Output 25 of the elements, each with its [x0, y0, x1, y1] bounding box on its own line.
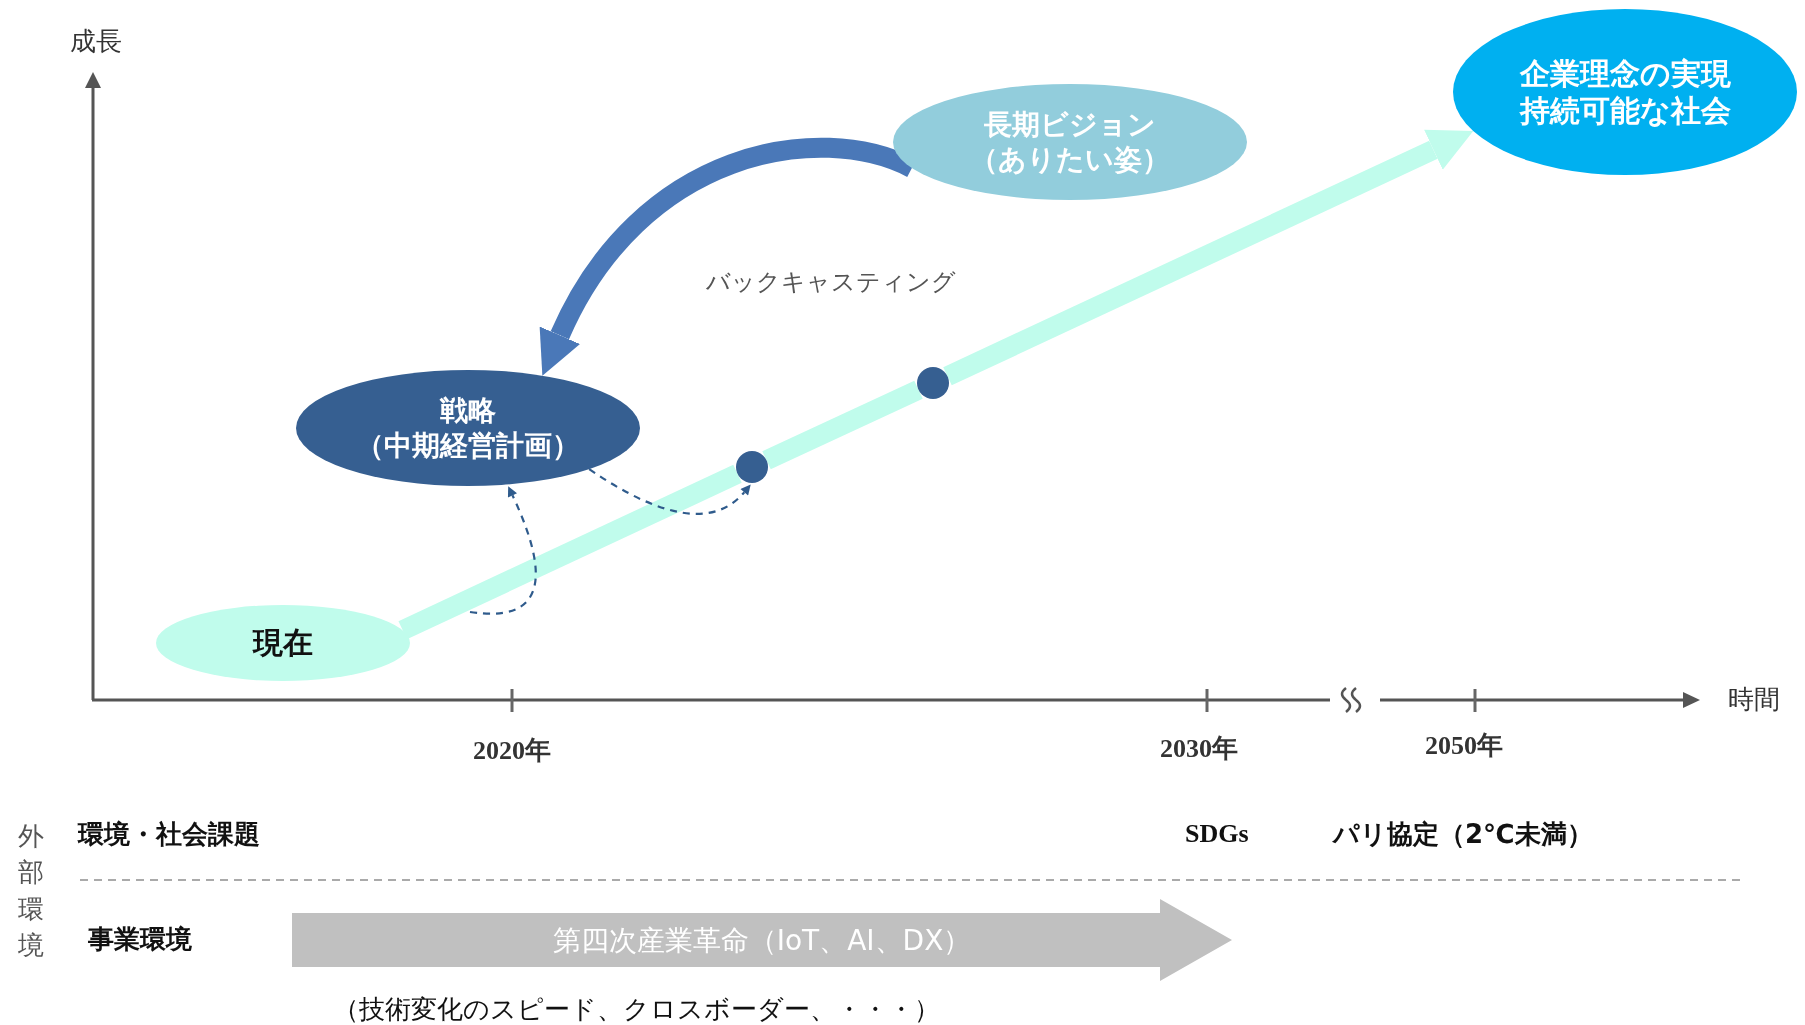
node-text: （中期経営計画）: [356, 428, 580, 463]
arrow: [588, 468, 752, 515]
node-text: 企業理念の実現: [1519, 54, 1731, 92]
node-text: （ありたい姿）: [970, 142, 1170, 177]
note-text: パリ協定（2℃未満）: [1333, 818, 1593, 851]
node-text: 長期ビジョン: [984, 107, 1156, 142]
tick-label: 2050年: [1425, 730, 1503, 762]
node-text: 第四次産業革命（IoT、AI、DX）: [552, 922, 972, 958]
tick-label: 2030年: [1160, 733, 1238, 765]
tick-label: 2020年: [473, 735, 551, 767]
milestone-dot: [736, 451, 768, 483]
node-text: 戦略: [440, 393, 496, 428]
row-heading: 外部環境: [18, 820, 44, 963]
note-text: （技術変化のスピード、クロスボーダー、・・・）: [333, 993, 940, 1025]
axis-title: 成長: [70, 25, 122, 58]
milestone-dot: [917, 367, 949, 399]
row-label: 事業環境: [88, 923, 192, 956]
note-text: SDGs: [1185, 819, 1249, 849]
axis-title: 時間: [1728, 683, 1780, 716]
banner-arrow: [292, 899, 1232, 981]
arrow: [469, 486, 537, 615]
node-text: 持続可能な社会: [1519, 92, 1731, 130]
arrow: [943, 129, 1474, 386]
row-label: 環境・社会課題: [78, 818, 260, 851]
node-text: 現在: [253, 624, 313, 662]
